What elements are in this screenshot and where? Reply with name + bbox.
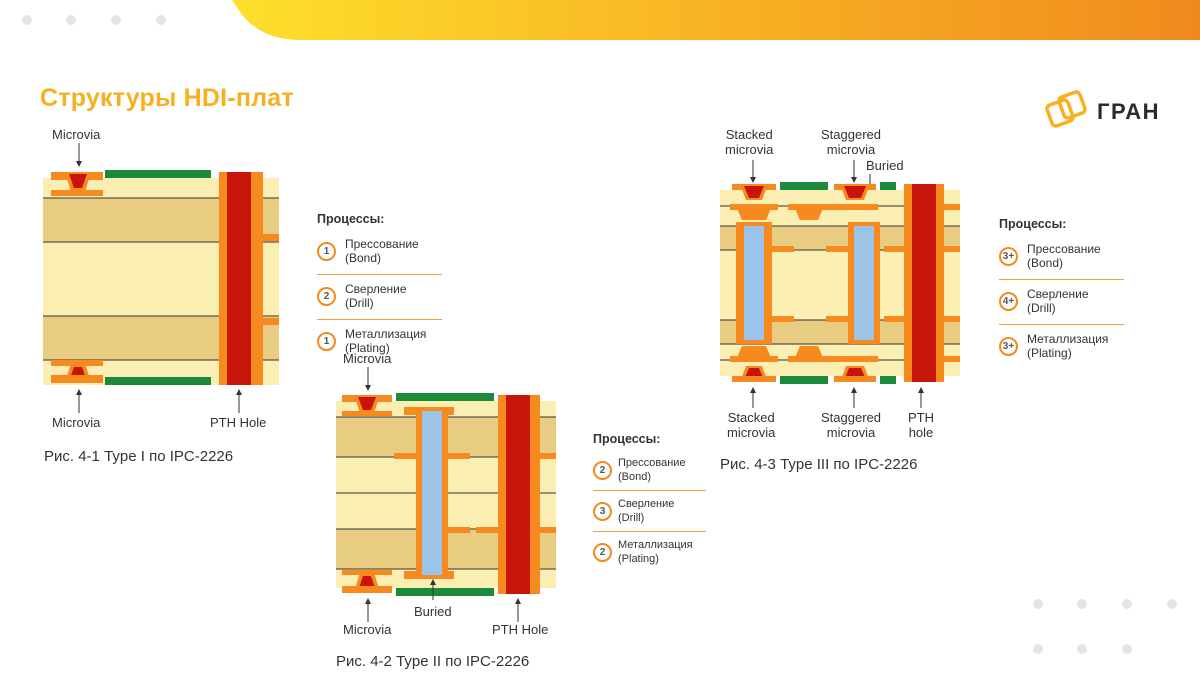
decor-dot [1077,599,1087,609]
brand-logo: ГРАН [1045,88,1170,134]
process-item-drill: 2 Сверление(Drill) [317,277,442,320]
solder-mask-bottom [880,376,896,384]
type1-board-diagram [43,170,279,385]
type2-process-list: Процессы: 2 Прессование(Bond) 3 Сверлени… [593,432,706,574]
process-label: Сверление(Drill) [1027,287,1089,315]
step-count-badge: 2 [593,543,612,562]
process-item-plating: 1 Металлизация(Plating) [317,322,442,364]
type2-board-diagram [336,393,556,596]
arrow-down-icon [851,160,857,183]
process-title: Процессы: [999,217,1067,231]
type2-buried-label: Buried [414,604,452,619]
arrow-up-icon [851,387,857,408]
type1-microvia-bottom-label: Microvia [52,415,101,430]
decor-dot [1122,599,1132,609]
process-label: Прессование(Bond) [1027,242,1101,270]
process-label: Металлизация(Plating) [618,539,693,565]
arrow-up-icon [750,387,756,408]
pth-hole [219,172,279,385]
arrow-up-icon [76,389,82,413]
arrow-up-icon [236,389,242,413]
decor-dot [1033,644,1043,654]
decor-dot [22,15,32,25]
arrow-down-icon [365,367,371,391]
decor-dot [1122,644,1132,654]
type3-caption: Рис. 4-3 Type III по IPC-2226 [720,456,918,473]
process-label: Металлизация(Plating) [345,327,427,355]
decor-dot [1167,599,1177,609]
type3-staggered-top-label: Staggered microvia [821,127,881,157]
solder-mask-top [880,182,896,190]
process-label: Металлизация(Plating) [1027,332,1109,360]
microvia-bottom [51,360,103,383]
process-item-plating: 3+ Металлизация(Plating) [999,327,1124,369]
process-item-drill: 4+ Сверление(Drill) [999,282,1124,325]
type2-caption: Рис. 4-2 Type II по IPC-2226 [336,653,530,670]
logo-icon [1045,90,1087,128]
solder-mask-bottom [780,376,828,384]
buried-via [394,407,470,579]
type3-staggered-bottom-label: Staggered microvia [821,410,881,440]
process-label: Прессование(Bond) [345,237,419,265]
type2-microvia-bottom-label: Microvia [343,622,392,637]
pth-hole [476,395,556,594]
step-count-badge: 1 [317,242,336,261]
solder-mask-bottom [396,588,494,596]
decor-dot [156,15,166,25]
decor-dot [111,15,121,25]
process-label: Сверление(Drill) [345,282,407,310]
process-title: Процессы: [317,212,385,226]
process-item-bond: 3+ Прессование(Bond) [999,237,1124,280]
process-title: Процессы: [593,432,661,446]
type1-process-list: Процессы: 1 Прессование(Bond) 2 Сверлени… [317,212,442,366]
process-item-bond: 1 Прессование(Bond) [317,232,442,275]
step-count-badge: 1 [317,332,336,351]
brand-name: ГРАН [1097,99,1160,124]
pth-hole [884,184,960,382]
step-count-badge: 4+ [999,292,1018,311]
process-label: Прессование(Bond) [618,457,686,483]
type1-microvia-top-label: Microvia [52,127,101,142]
microvia-bottom [342,570,392,593]
arrow-down-icon [76,143,82,167]
type1-pth-label: PTH Hole [210,415,267,430]
type3-board-diagram [720,182,960,384]
stacked-microvia [730,184,778,382]
decor-dot [66,15,76,25]
process-item-plating: 2 Металлизация(Plating) [593,534,706,572]
arrow-down-icon [750,160,756,183]
step-count-badge: 3+ [999,337,1018,356]
solder-mask-top [780,182,828,190]
solder-mask-top [396,393,494,401]
type3-stacked-top-label: Stacked microvia [725,127,774,157]
type2-microvia-top-label: Microvia [343,351,392,366]
arrow-up-icon [430,579,436,600]
step-count-badge: 3 [593,502,612,521]
step-count-badge: 3+ [999,247,1018,266]
type3-process-list: Процессы: 3+ Прессование(Bond) 4+ Сверле… [999,217,1124,371]
step-count-badge: 2 [593,461,612,480]
arrow-up-icon [918,387,924,408]
process-item-bond: 2 Прессование(Bond) [593,452,706,491]
solder-mask-bottom [105,377,211,385]
type1-caption: Рис. 4-1 Type I по IPC-2226 [44,448,234,465]
buried-via [772,222,880,344]
page-title: Структуры HDI-плат [40,84,294,112]
arrow-up-icon [365,598,371,622]
type3-buried-label: Buried [866,158,904,173]
type3-pth-label: PTH hole [908,410,934,440]
process-label: Сверление(Drill) [618,498,675,524]
step-count-badge: 2 [317,287,336,306]
solder-mask-top [105,170,211,178]
header-band [232,0,1200,40]
decor-dot [1033,599,1043,609]
type3-stacked-bottom-label: Stacked microvia [727,410,776,440]
arrow-up-icon [515,598,521,622]
staggered-microvia [788,184,878,382]
decor-dot [1077,644,1087,654]
microvia-top [51,172,103,196]
microvia-top [342,395,392,416]
type2-pth-label: PTH Hole [492,622,549,637]
process-item-drill: 3 Сверление(Drill) [593,493,706,532]
